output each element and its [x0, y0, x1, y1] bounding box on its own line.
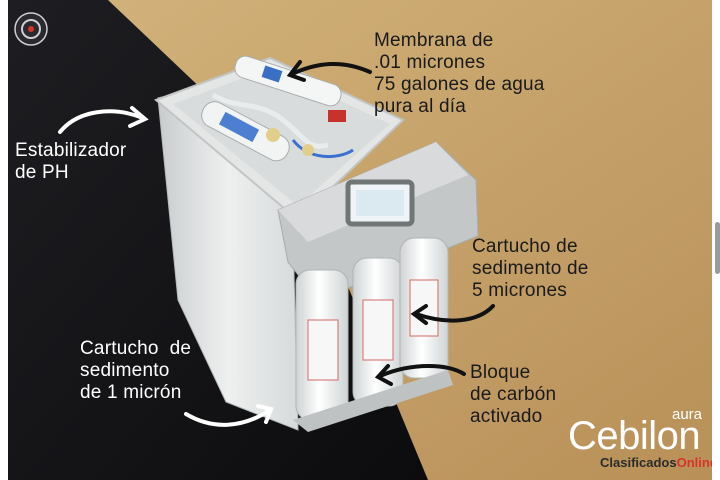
watermark-part2: Online: [676, 455, 712, 470]
product-illustration: [8, 0, 712, 480]
arrow-cartucho-1: [184, 404, 274, 427]
brand-name: Cebilon: [568, 414, 701, 458]
label-cartucho-1: Cartucho de sedimento de 1 micrón: [80, 338, 192, 403]
brand-sub: aura: [672, 406, 703, 423]
fitting-1: [266, 128, 280, 142]
cartridge-left-label: [307, 319, 339, 381]
red-label: [328, 110, 346, 122]
tubing: [211, 92, 329, 149]
display-screen-inner: [356, 190, 404, 216]
product-image-stage: Membrana de .01 micrones 75 galones de a…: [8, 0, 712, 480]
cartridge-middle-label: [362, 299, 394, 361]
arrow-cartucho-5: [410, 304, 495, 325]
arrow-membrana: [286, 60, 372, 82]
membrane-label: [261, 65, 283, 83]
label-estabilizador: Estabilizador de PH: [15, 140, 127, 183]
label-membrana: Membrana de .01 micrones 75 galones de a…: [374, 30, 545, 117]
corner-logo-icon: [14, 12, 48, 46]
arrow-estabilizador: [58, 106, 149, 134]
watermark: ClasificadosOnline: [600, 455, 712, 470]
label-bloque: Bloque de carbón activado: [470, 362, 557, 427]
arrow-bloque: [374, 364, 466, 386]
label-cartucho-5: Cartucho de sedimento de 5 micrones: [472, 236, 589, 301]
scrollbar-thumb[interactable]: [715, 222, 720, 274]
ph-cartridge-label: [218, 111, 260, 143]
watermark-part1: Clasificados: [600, 455, 677, 470]
fitting-2: [302, 144, 314, 156]
tubing-blue: [291, 139, 354, 159]
filter-unit: [154, 55, 479, 432]
unit-base: [293, 370, 453, 432]
